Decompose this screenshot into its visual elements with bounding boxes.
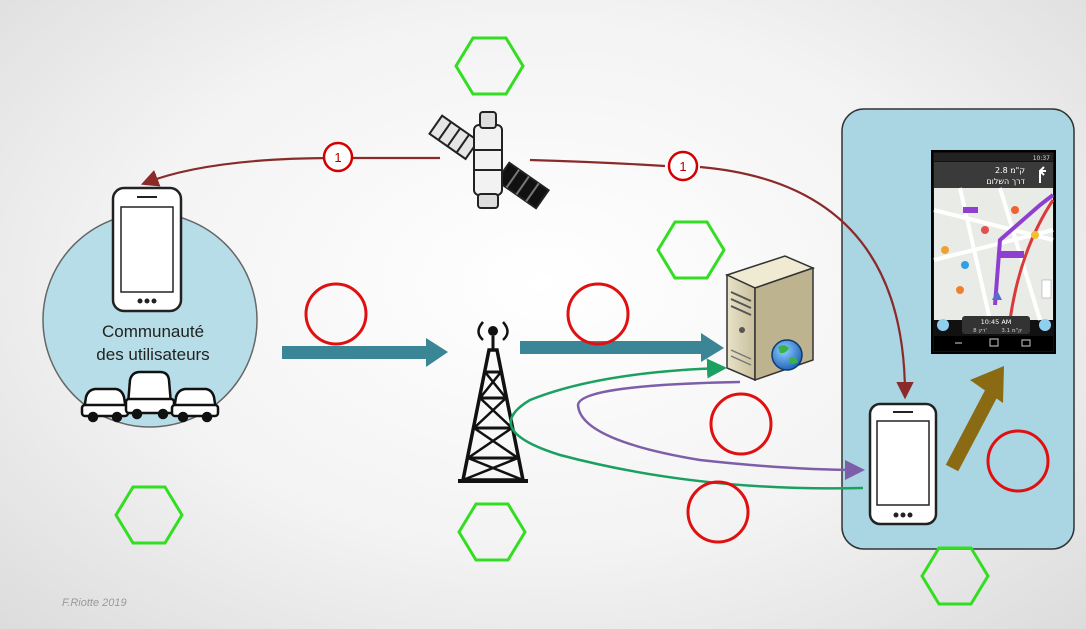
nav-street: דרך השלום <box>986 177 1025 186</box>
circle-marker-display <box>986 429 1050 493</box>
cars-icon <box>80 370 220 423</box>
nav-remaining-min: 8 דק' <box>973 328 987 334</box>
circle-marker-push <box>686 480 750 544</box>
hexagon-marker-tower <box>457 502 527 562</box>
server-data-return-arrow <box>509 358 864 490</box>
community-phone-icon <box>111 186 183 313</box>
cell-tower-icon <box>458 321 528 483</box>
author-credit: F.Riotte 2019 <box>62 597 127 609</box>
display-arrow <box>945 366 1004 472</box>
circle-marker-uplink-1 <box>304 282 368 346</box>
hexagon-marker-server <box>656 220 726 280</box>
gps-badge-left-label: 1 <box>334 150 341 165</box>
nav-eta: 10:45 AM <box>981 318 1012 326</box>
gps-link-right <box>529 158 666 168</box>
community-label-line-2: des utilisateurs <box>96 345 210 364</box>
turn-left-icon <box>1039 166 1046 183</box>
gps-arrow-to-community <box>140 156 336 187</box>
gps-badge-left: 1 <box>322 141 354 173</box>
community-label: Communauté des utilisateurs <box>68 320 238 366</box>
satellite-icon <box>428 111 551 210</box>
gps-badge-right-label: 1 <box>679 159 686 174</box>
circle-marker-server-return <box>709 392 773 456</box>
hexagon-marker-community <box>114 485 184 545</box>
receiver-phone-icon <box>868 402 938 526</box>
uplink-arrow-tower-to-server <box>520 333 724 362</box>
hexagon-marker-receiver <box>920 546 990 606</box>
push-notification-arrow <box>576 380 865 480</box>
gps-badge-right: 1 <box>667 150 699 182</box>
hexagon-marker-top <box>454 36 525 96</box>
nav-distance: 2.8 ק"מ <box>995 166 1025 175</box>
circle-marker-uplink-2 <box>566 282 630 346</box>
globe-icon <box>771 339 803 371</box>
uplink-arrow-community-to-tower <box>282 338 448 367</box>
nav-remaining-km: 3.1 ק"מ <box>1001 328 1022 334</box>
navigation-screen: 10:37 2.8 ק"מ דרך השלום 10:45 AM 3.1 ק"מ… <box>931 150 1056 354</box>
gps-arrow-to-receiver <box>699 165 914 400</box>
nav-clock: 10:37 <box>1033 155 1050 162</box>
community-label-line-1: Communauté <box>101 322 205 341</box>
